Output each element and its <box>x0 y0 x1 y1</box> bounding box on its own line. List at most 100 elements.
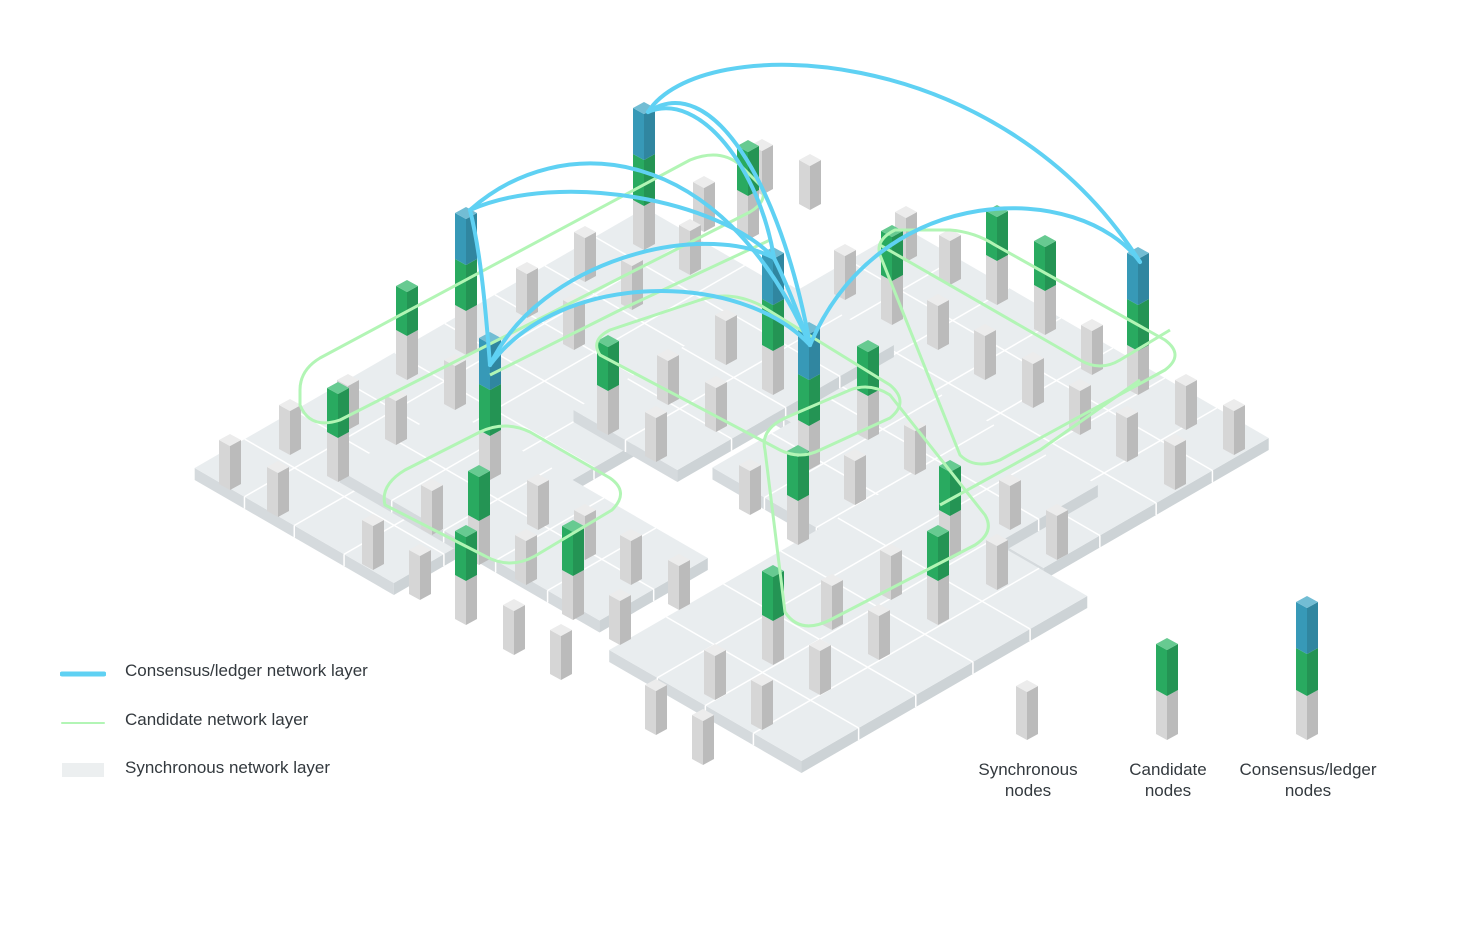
prism-cap <box>1022 352 1044 364</box>
prism-face-right <box>985 330 996 380</box>
synchronous-node <box>704 644 726 700</box>
prism-face-right <box>396 395 407 445</box>
prism-face-left <box>219 440 230 490</box>
prism-face-left <box>787 495 798 545</box>
prism-face-right <box>997 211 1008 261</box>
prism-face-left <box>1156 644 1167 696</box>
prism-face-left <box>479 384 490 436</box>
legend-swatch-synchronous <box>60 763 106 777</box>
prism-cap <box>267 461 289 473</box>
prism-face-left <box>385 395 396 445</box>
prism-face-left <box>704 650 715 700</box>
prism-cap <box>645 406 667 418</box>
prism-face-right <box>798 451 809 501</box>
prism-face-left <box>1034 241 1045 291</box>
candidate-link <box>762 385 990 628</box>
prism-face-left <box>762 571 773 621</box>
prism-face-right <box>997 540 1008 590</box>
prism-face-left <box>455 575 466 625</box>
legend-label-synchronous: Synchronous network layer <box>125 758 331 777</box>
prism-face-left <box>1016 686 1027 740</box>
prism-face-right <box>1307 648 1318 696</box>
prism-face-right <box>845 250 856 300</box>
prism-cap <box>396 280 418 292</box>
prism-face-right <box>573 570 584 620</box>
prism-cap <box>421 479 443 491</box>
prism-face-right <box>1186 380 1197 430</box>
prism-face-right <box>679 560 690 610</box>
prism-cap <box>503 599 525 611</box>
prism-face-right <box>585 510 596 560</box>
prism-face-right <box>810 160 821 210</box>
prism-face-right <box>455 360 466 410</box>
synchronous-node <box>705 376 727 432</box>
prism-face-left <box>668 560 679 610</box>
prism-face-right <box>809 420 820 470</box>
prism-face-right <box>1167 690 1178 740</box>
prism-face-right <box>1027 686 1038 740</box>
prism-face-left <box>751 680 762 730</box>
prism-face-right <box>1138 299 1149 351</box>
prism-face-left <box>844 455 855 505</box>
synchronous-node <box>927 294 949 350</box>
consensus-node <box>798 322 820 470</box>
prism-face-right <box>832 580 843 630</box>
prism-face-right <box>1307 602 1318 654</box>
prism-face-left <box>705 382 716 432</box>
prism-face-right <box>1080 385 1091 435</box>
prism-face-right <box>644 108 655 160</box>
prism-face-right <box>773 615 784 665</box>
tile-seam <box>816 424 995 529</box>
prism-cap <box>668 554 690 566</box>
synchronous-node <box>645 679 667 735</box>
prism-face-right <box>466 575 477 625</box>
prism-cap <box>1156 638 1178 650</box>
synchronous-node <box>1223 399 1245 455</box>
consensus-node-icon <box>1296 596 1318 740</box>
synchronous-node <box>809 639 831 695</box>
prism-cap <box>574 226 596 238</box>
prism-face-left <box>633 200 644 250</box>
prism-cap <box>844 449 866 461</box>
prism-cap <box>1046 504 1068 516</box>
consensus-node <box>479 332 501 480</box>
synchronous-node <box>421 479 443 535</box>
prism-face-right <box>773 345 784 395</box>
consensus-network-arcs <box>468 62 1142 367</box>
tile-seam <box>753 567 1040 734</box>
prism-face-left <box>821 580 832 630</box>
candidate-link <box>489 238 771 377</box>
prism-face-left <box>787 451 798 501</box>
prism-face-left <box>927 531 938 581</box>
prism-face-right <box>950 510 961 560</box>
prism-face-right <box>526 535 537 585</box>
prism-cap <box>693 176 715 188</box>
legend-label-candidate: Candidate network layer <box>125 710 309 729</box>
prism-face-right <box>1045 241 1056 291</box>
prism-face-right <box>1127 412 1138 462</box>
candidate-node-icon <box>1156 638 1178 740</box>
prism-face-left <box>974 330 985 380</box>
prism-face-left <box>1127 253 1138 305</box>
prism-face-right <box>608 385 619 435</box>
synchronous-node <box>1046 504 1068 560</box>
prism-face-right <box>1045 285 1056 335</box>
synchronous-node-icon <box>1016 680 1038 740</box>
prism-face-right <box>868 346 879 396</box>
prism-cap <box>219 434 241 446</box>
legend-item-candidate: Candidate network layer <box>60 708 308 732</box>
synchronous-node <box>1022 352 1044 408</box>
prism-face-left <box>927 300 938 350</box>
prism-cap <box>704 644 726 656</box>
consensus-arc <box>646 106 776 260</box>
prism-cap <box>857 340 879 352</box>
prism-face-left <box>597 385 608 435</box>
candidate-link <box>939 378 1141 507</box>
prism-face-right <box>762 145 773 195</box>
synchronous-node <box>739 459 761 515</box>
synchronous-node <box>574 226 596 282</box>
prism-cap <box>927 525 949 537</box>
